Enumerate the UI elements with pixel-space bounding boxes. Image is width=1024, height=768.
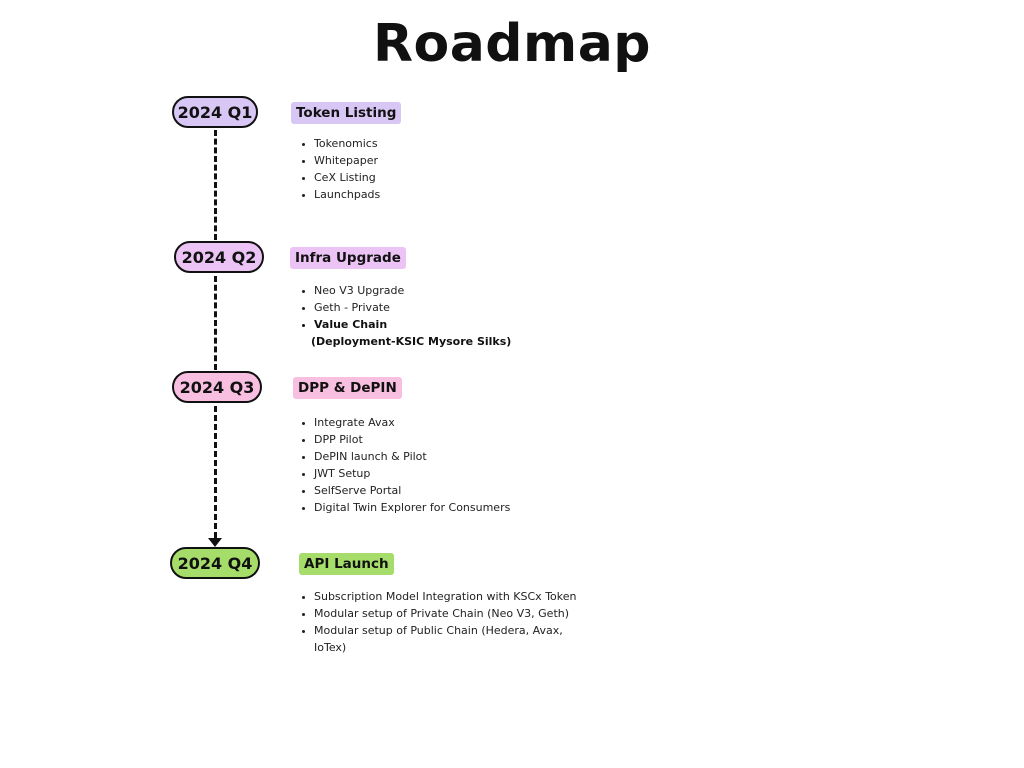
- list-item: IoTex): [314, 641, 347, 654]
- quarter-badge-q2: 2024 Q2: [174, 241, 264, 273]
- milestone-list-q1: Tokenomics Whitepaper CeX Listing Launch…: [298, 135, 380, 203]
- quarter-badge-q3: 2024 Q3: [172, 371, 262, 403]
- timeline-connector: [214, 276, 217, 370]
- quarter-badge-q4: 2024 Q4: [170, 547, 260, 579]
- milestone-list-q3: Integrate Avax DPP Pilot DePIN launch & …: [298, 414, 510, 516]
- list-item: SelfServe Portal: [314, 482, 510, 499]
- list-item: Value Chain: [314, 316, 404, 333]
- list-item: Tokenomics: [314, 135, 380, 152]
- list-item-continuation: (Deployment-KSIC Mysore Silks): [311, 335, 512, 348]
- timeline-connector: [214, 130, 217, 240]
- list-item: Launchpads: [314, 186, 380, 203]
- list-item: Modular setup of Private Chain (Neo V3, …: [314, 605, 577, 622]
- list-item: DPP Pilot: [314, 431, 510, 448]
- milestone-heading-q4: API Launch: [299, 553, 394, 575]
- list-item: CeX Listing: [314, 169, 380, 186]
- arrow-down-icon: [208, 538, 222, 547]
- list-item: Modular setup of Public Chain (Hedera, A…: [314, 622, 577, 639]
- list-item: Geth - Private: [314, 299, 404, 316]
- list-item: Whitepaper: [314, 152, 380, 169]
- milestone-list-q4: Subscription Model Integration with KSCx…: [298, 588, 577, 656]
- milestone-heading-q2: Infra Upgrade: [290, 247, 406, 269]
- list-item: JWT Setup: [314, 465, 510, 482]
- milestone-heading-q1: Token Listing: [291, 102, 402, 124]
- list-item: DePIN launch & Pilot: [314, 448, 510, 465]
- milestone-list-q2: Neo V3 Upgrade Geth - Private Value Chai…: [298, 282, 404, 333]
- page-title: Roadmap: [372, 14, 652, 74]
- quarter-badge-q1: 2024 Q1: [172, 96, 258, 128]
- timeline-connector: [214, 406, 217, 538]
- milestone-heading-q3: DPP & DePIN: [293, 377, 402, 399]
- list-item: Subscription Model Integration with KSCx…: [314, 588, 577, 605]
- list-item: Neo V3 Upgrade: [314, 282, 404, 299]
- list-item: Integrate Avax: [314, 414, 510, 431]
- list-item: Digital Twin Explorer for Consumers: [314, 499, 510, 516]
